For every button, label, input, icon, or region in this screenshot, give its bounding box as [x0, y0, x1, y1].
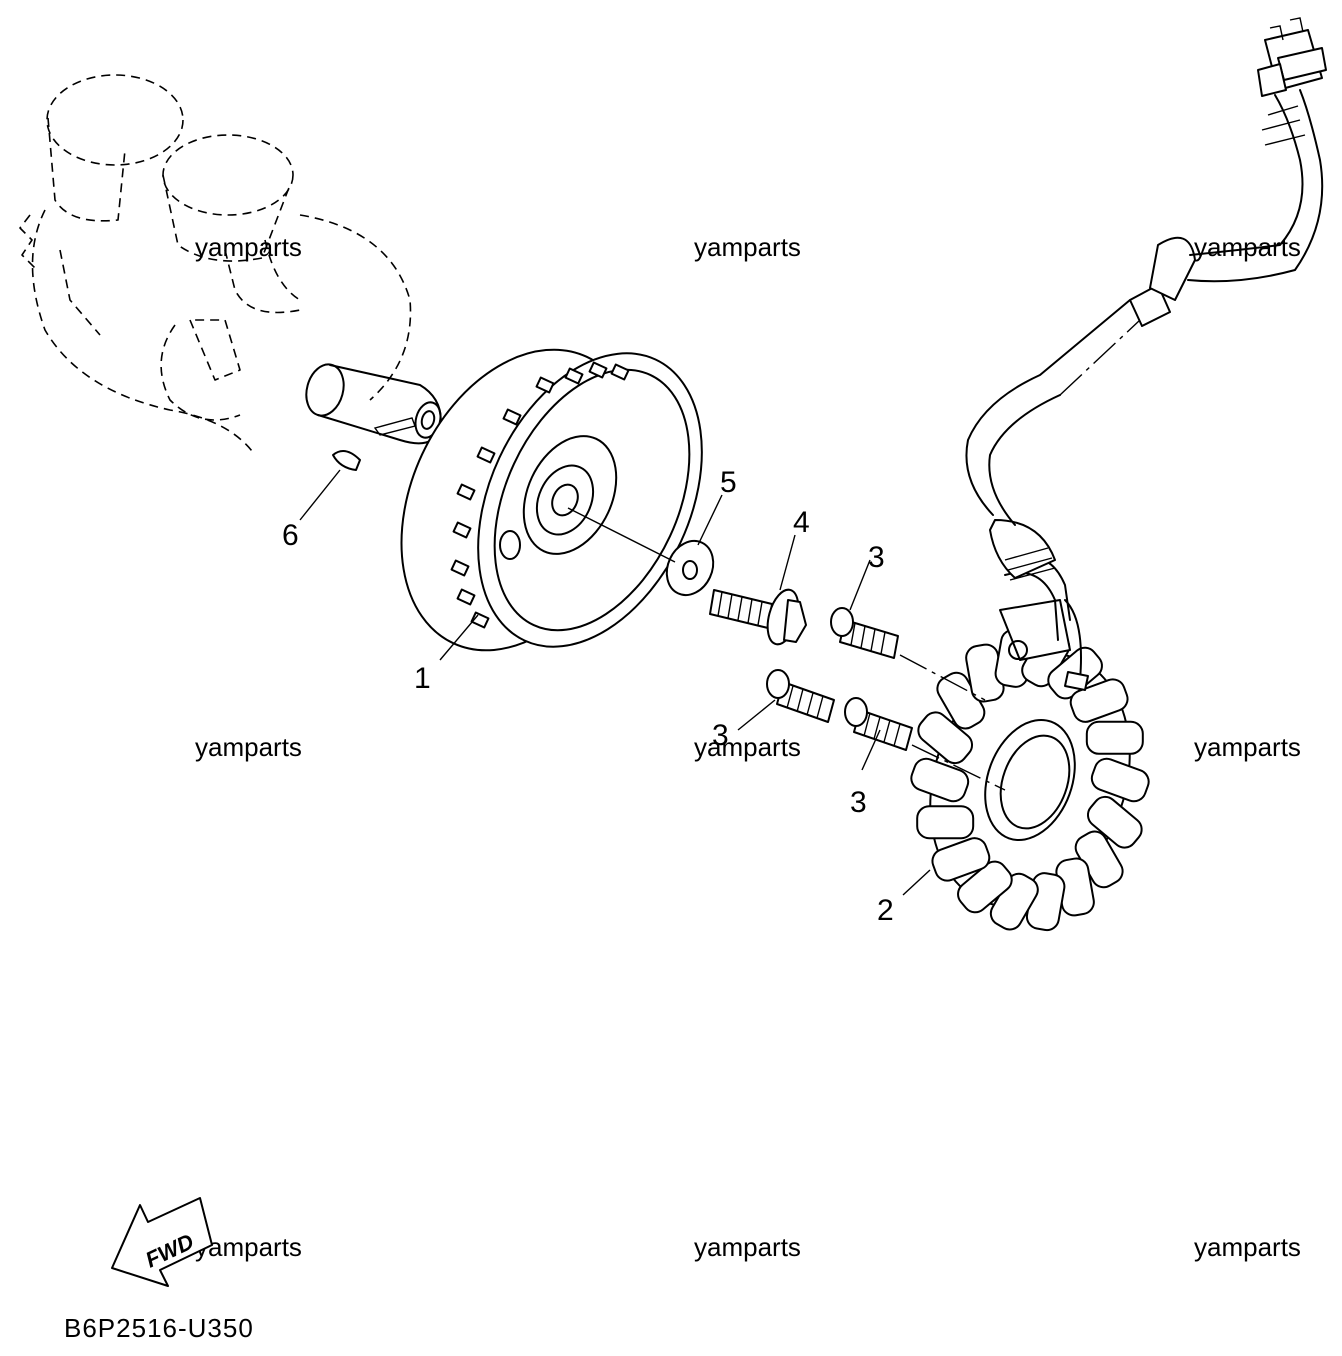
rotor-bolt: [709, 588, 807, 646]
callout-3c: 3: [850, 786, 867, 819]
stator-screw-left: [766, 669, 835, 723]
watermark-r2c2: yamparts: [694, 732, 801, 762]
watermark-r2c1: yamparts: [195, 732, 302, 762]
watermark-r2c3: yamparts: [1194, 732, 1301, 762]
callout-5: 5: [720, 466, 737, 499]
leader-lines: [299, 469, 931, 896]
watermark-r1c1: yamparts: [195, 232, 302, 262]
callout-labels: 1 2 3 3 3 4 5 6: [282, 466, 894, 927]
fwd-arrow-icon: FWD: [111, 1197, 213, 1287]
stator-screw-upper: [830, 607, 899, 659]
callout-1: 1: [414, 662, 431, 695]
watermark-r3c2: yamparts: [694, 1232, 801, 1262]
stator-assembly: [910, 17, 1327, 932]
watermark-r1c2: yamparts: [694, 232, 801, 262]
callout-2: 2: [877, 894, 894, 927]
callout-4: 4: [793, 506, 810, 539]
watermark-r3c1: yamparts: [195, 1232, 302, 1262]
flywheel-rotor: [400, 348, 703, 652]
watermark-r1c3: yamparts: [1194, 232, 1301, 262]
callout-6: 6: [282, 519, 299, 552]
callout-3b: 3: [712, 719, 729, 752]
watermark-r3c3: yamparts: [1194, 1232, 1301, 1262]
crankshaft-outline: [19, 74, 471, 456]
callout-3a: 3: [868, 541, 885, 574]
diagram-code: B6P2516-U350: [64, 1313, 254, 1343]
stator-screw-right: [844, 697, 913, 751]
watermarks: yamparts yamparts yamparts yamparts yamp…: [195, 232, 1301, 1262]
alignment-lines: [567, 507, 1006, 791]
washer: [665, 539, 715, 597]
woodruff-key: [332, 450, 361, 471]
